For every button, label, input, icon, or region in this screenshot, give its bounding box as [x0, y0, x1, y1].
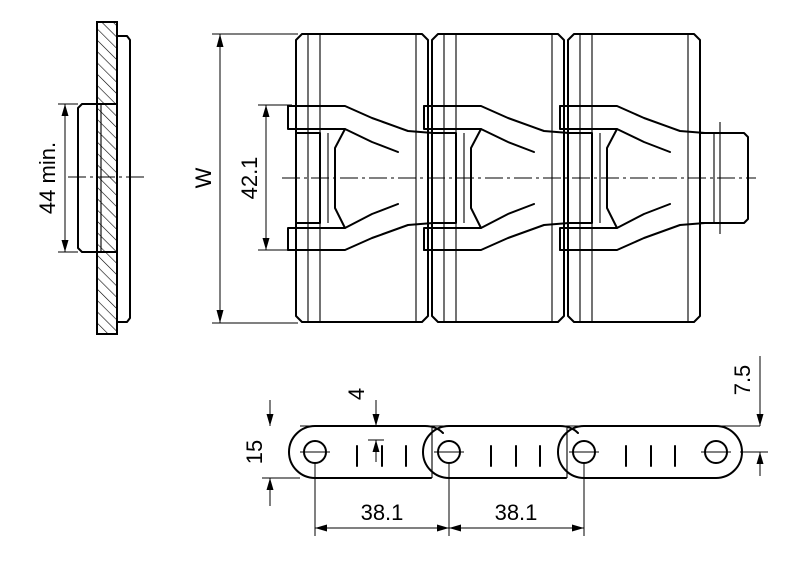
dimension-W: W	[191, 33, 298, 324]
dimension-label-4: 4	[344, 388, 369, 400]
chain-plate-2	[422, 425, 579, 479]
dimension-label-15: 15	[242, 440, 267, 464]
dimension-label-7-5: 7.5	[730, 365, 755, 396]
hatched-guide-rail	[96, 21, 118, 335]
plate-dash-marks	[356, 445, 676, 467]
dimension-label-44-min: 44 min.	[35, 142, 60, 214]
dimension-label-pitch-2: 38.1	[495, 500, 538, 525]
dimension-4: 4	[344, 388, 384, 462]
dimension-15: 15	[242, 400, 300, 506]
dimension-44-min: 44 min.	[35, 103, 78, 253]
dimension-pitch: 38.1 38.1	[314, 463, 585, 536]
chain-plate-1	[288, 425, 444, 479]
side-view: 15 4 7.5	[242, 356, 768, 536]
chain-profile	[116, 35, 131, 323]
dimension-7-5: 7.5	[730, 356, 768, 476]
dimension-label-W: W	[191, 167, 216, 188]
dimension-label-42-1: 42.1	[237, 157, 262, 200]
link-profile	[77, 103, 118, 253]
dimension-42-1: 42.1	[237, 104, 292, 251]
dimension-label-pitch-1: 38.1	[361, 500, 404, 525]
chain-plate-3	[557, 425, 743, 479]
side-profile-view: 44 min.	[35, 21, 148, 335]
top-view: W 42.1	[191, 33, 756, 324]
